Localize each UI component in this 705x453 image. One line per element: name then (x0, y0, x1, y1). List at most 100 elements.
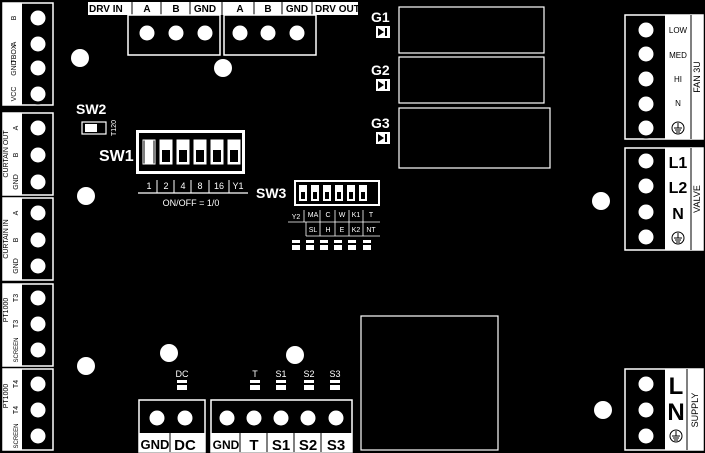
drv-in-pin-a: A (143, 4, 150, 15)
drv-out-terminal (223, 14, 317, 56)
sensor-pin-t: T (249, 437, 258, 453)
sw3-bottom-e: E (340, 227, 345, 234)
sw3-bottom-nt: NT (366, 227, 376, 234)
sw1-dip-switch: SW1 1 2 4 8 16 Y1 (99, 130, 248, 208)
sensor-top-s2: S2 (303, 369, 314, 379)
curtain-out-title: CURTAIN OUT (3, 130, 10, 178)
fan-pin-hi: HI (674, 75, 682, 84)
ground-icon (671, 231, 685, 245)
supply-title: SUPPLY (690, 393, 700, 428)
valve-pin-l1: L1 (669, 155, 688, 172)
sw1-value-y1: Y1 (232, 181, 243, 191)
curtain-in-pin-gnd: GND (13, 258, 20, 274)
sw3-top-ma: MA (308, 212, 319, 219)
sensor-pin-s3: S3 (327, 437, 345, 453)
mounting-hole (160, 344, 178, 362)
sw3-bottom-k2: K2 (352, 227, 361, 234)
tbox-screw-2 (27, 33, 49, 55)
fan-pin-n: N (675, 99, 681, 108)
tbox-screw-3 (27, 57, 49, 79)
supply-pin-n: N (667, 399, 684, 426)
sw1-value-2: 2 (163, 181, 168, 191)
sensor-top-t: T (252, 369, 258, 379)
pt1000-t3-title: PT1000 (3, 298, 10, 323)
sw3-top-w: W (339, 212, 346, 219)
fan-3u-block: LOW MED HI N FAN 3U (624, 14, 704, 140)
valve-pin-n: N (672, 206, 684, 223)
dc-terminal: DC GND DC (138, 369, 206, 453)
sensor-top-s1: S1 (275, 369, 286, 379)
fan-pin-low: LOW (669, 26, 688, 35)
pt1000-t4-block: PT1000 SCREEN T4 T4 (2, 368, 54, 451)
sensor-pin-s2: S2 (299, 437, 317, 453)
sensor-pin-gnd: GND (213, 438, 240, 452)
pt1000-t4-pin-t4b: T4 (13, 380, 20, 388)
drv-out-label: DRV OUT (315, 4, 360, 15)
sw1-note: ON/OFF = 1/0 (163, 198, 220, 208)
sw3-bottom-sl: SL (309, 227, 318, 234)
sensor-pin-s1: S1 (272, 437, 290, 453)
pt1000-t3-block: PT1000 SCREEN T3 T3 (2, 283, 54, 367)
tbox-screw-4 (27, 83, 49, 105)
tbox-screw-1 (27, 7, 49, 29)
pt1000-t4-title: PT1000 (3, 384, 10, 409)
sensor-led-icons (250, 380, 340, 390)
sw2-switch: SW2 T120 (76, 101, 118, 136)
tbox-pin-vcc: VCC (11, 87, 18, 102)
tbox-pin-b: B (11, 15, 18, 20)
sw2-sublabel: T120 (111, 120, 118, 136)
curtain-out-pin-a: A (13, 125, 20, 130)
drv-out-pin-gnd: GND (286, 4, 308, 15)
ground-icon (671, 121, 685, 135)
pt1000-t3-pin-t3a: T3 (13, 320, 20, 328)
sw3-dip-switch: SW3 Y2 MA C W K1 T SL H E K2 NT (256, 180, 380, 250)
sw3-label: SW3 (256, 185, 287, 201)
valve-pin-l2: L2 (669, 180, 688, 197)
drv-out-pin-a: A (236, 4, 243, 15)
tbox-title: TBOX (11, 44, 18, 63)
curtain-out-pin-b: B (13, 152, 20, 157)
fan-pin-med: MED (669, 51, 687, 60)
sw2-label: SW2 (76, 101, 107, 117)
sw3-bottom-h: H (325, 227, 330, 234)
relay-g2-label: G2 (371, 62, 390, 78)
sw3-top-t: T (369, 212, 374, 219)
pt1000-t4-pin-screen: SCREEN (14, 423, 20, 448)
dc-led-icon (177, 380, 187, 390)
pt1000-t4-pin-t4a: T4 (13, 406, 20, 414)
drv-in-label: DRV IN (89, 4, 123, 15)
sw3-top-k1: K1 (352, 212, 361, 219)
sw1-value-8: 8 (197, 181, 202, 191)
mounting-hole (286, 346, 304, 364)
drv-out-pin-b: B (264, 4, 271, 15)
sensor-terminal: T S1 S2 S3 GND T S1 S2 S3 (210, 369, 353, 453)
sensor-top-s3: S3 (329, 369, 340, 379)
sw3-top-y2: Y2 (292, 214, 301, 221)
mounting-hole (77, 187, 95, 205)
drv-in-terminal (127, 14, 221, 56)
drv-in-pin-b: B (172, 4, 179, 15)
tbox-block: TBOX VCC GND A B (2, 2, 54, 106)
relays: G1 G2 G3 (371, 6, 551, 169)
sw1-value-1: 1 (146, 181, 151, 191)
mounting-hole (71, 49, 89, 67)
mounting-hole (592, 192, 610, 210)
curtain-out-pin-gnd: GND (13, 174, 20, 190)
curtain-in-title: CURTAIN IN (3, 219, 10, 258)
main-chip-outline (360, 315, 499, 451)
supply-block: L N SUPPLY (624, 368, 704, 451)
mounting-holes (71, 49, 612, 419)
valve-block: L1 L2 N VALVE (624, 147, 704, 251)
sw1-value-16: 16 (214, 181, 224, 191)
drv-in-pin-gnd: GND (194, 4, 216, 15)
sw1-label: SW1 (99, 148, 134, 165)
pt1000-t3-pin-t3b: T3 (13, 294, 20, 302)
tbox-pin-a: A (11, 41, 18, 46)
sw1-value-4: 4 (180, 181, 185, 191)
curtain-in-block: CURTAIN IN GND B A (2, 197, 54, 281)
relay-g3-label: G3 (371, 115, 390, 131)
curtain-in-pin-a: A (13, 210, 20, 215)
valve-title: VALVE (692, 185, 702, 213)
